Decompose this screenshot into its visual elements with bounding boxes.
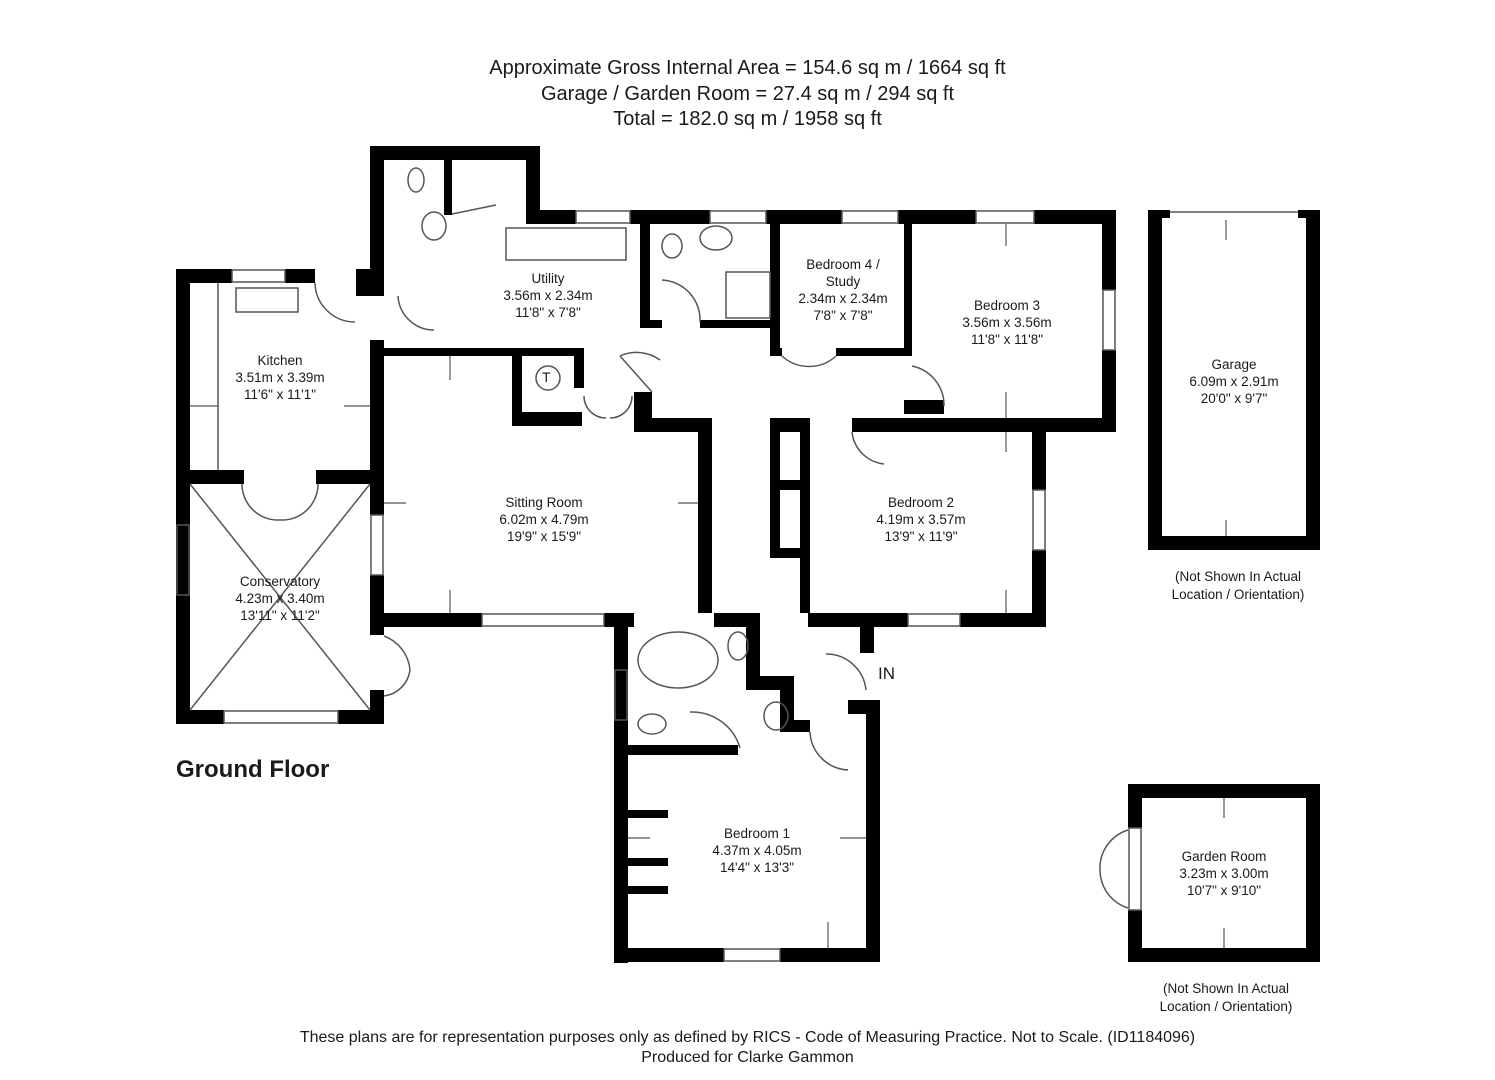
room-name: Conservatory [239,574,321,589]
room-kitchen: Kitchen 3.51m x 3.39m 11'6" x 11'1" [235,352,324,403]
room-name: Bedroom 2 [887,495,955,510]
note-line: (Not Shown In Actual [1174,569,1302,584]
note-line: Location / Orientation) [1171,587,1305,602]
room-imperial: 11'8" x 7'8" [515,305,581,320]
floor-title: Ground Floor [176,756,330,783]
room-metric: 4.23m x 3.40m [235,591,325,606]
room-imperial: 19'9" x 15'9" [506,529,582,544]
room-bedroom-3: Bedroom 3 3.56m x 3.56m 11'8" x 11'8" [962,297,1051,348]
room-name: Sitting Room [505,495,583,510]
room-garden-room: Garden Room 3.23m x 3.00m 10'7" x 9'10" [1179,848,1268,899]
garden-room-location-note: (Not Shown In Actual Location / Orientat… [1160,980,1293,1016]
room-metric: 6.09m x 2.91m [1189,374,1279,389]
room-name: Utility [531,271,565,286]
entrance-label: IN [878,664,895,683]
interior-walls [176,224,1032,894]
room-metric: 3.51m x 3.39m [235,370,325,385]
room-imperial: 11'8" x 11'8" [970,332,1044,347]
room-name: Bedroom 1 [723,826,791,841]
gross-area-line: Approximate Gross Internal Area = 154.6 … [489,57,1006,79]
room-conservatory: Conservatory 4.23m x 3.40m 13'11" x 11'2… [235,573,324,624]
windows-and-fixtures [176,167,1298,962]
room-metric: 3.56m x 2.34m [503,288,593,303]
room-bedroom-2: Bedroom 2 4.19m x 3.57m 13'9" x 11'9" [876,494,965,545]
room-utility: Utility 3.56m x 2.34m 11'8" x 7'8" [503,270,592,321]
room-name: Garage [1211,357,1257,372]
room-name: Kitchen [257,353,303,368]
note-line: Location / Orientation) [1159,999,1293,1014]
room-sitting-room: Sitting Room 6.02m x 4.79m 19'9" x 15'9" [499,494,588,545]
room-metric: 4.37m x 4.05m [712,843,802,858]
room-imperial: 13'9" x 11'9" [884,529,958,544]
room-name-2: Study [825,274,861,289]
room-metric: 3.56m x 3.56m [962,315,1052,330]
room-garage: Garage 6.09m x 2.91m 20'0" x 9'7" [1189,356,1278,407]
garage-area-line: Garage / Garden Room = 27.4 sq m / 294 s… [541,83,954,105]
room-name: Bedroom 3 [973,298,1041,313]
room-metric: 6.02m x 4.79m [499,512,589,527]
room-metric: 4.19m x 3.57m [876,512,966,527]
room-imperial: 10'7" x 9'10" [1186,883,1262,898]
room-name: Bedroom 4 / [806,257,880,272]
note-line: (Not Shown In Actual [1162,981,1290,996]
room-metric: 2.34m x 2.34m [798,291,888,306]
room-bedroom-1: Bedroom 1 4.37m x 4.05m 14'4" x 13'3" [712,825,801,876]
garage-location-note: (Not Shown In Actual Location / Orientat… [1172,568,1305,604]
room-imperial: 13'11" x 11'2" [240,608,320,623]
dimension-arrows [190,220,1227,948]
room-imperial: 7'8" x 7'8" [813,308,873,323]
room-name: Garden Room [1181,849,1267,864]
disclaimer-line: These plans are for representation purpo… [299,1029,1196,1046]
room-bedroom-4: Bedroom 4 / Study 2.34m x 2.34m 7'8" x 7… [798,256,887,324]
producer-line: Produced for Clarke Gammon [641,1049,854,1066]
room-imperial: 20'0" x 9'7" [1200,391,1268,406]
room-imperial: 14'4" x 13'3" [719,860,795,875]
room-imperial: 11'6" x 11'1" [243,387,317,402]
room-metric: 3.23m x 3.00m [1179,866,1269,881]
total-area-line: Total = 182.0 sq m / 1958 sq ft [613,108,882,130]
cylinder-cupboard-label: T [542,369,551,385]
